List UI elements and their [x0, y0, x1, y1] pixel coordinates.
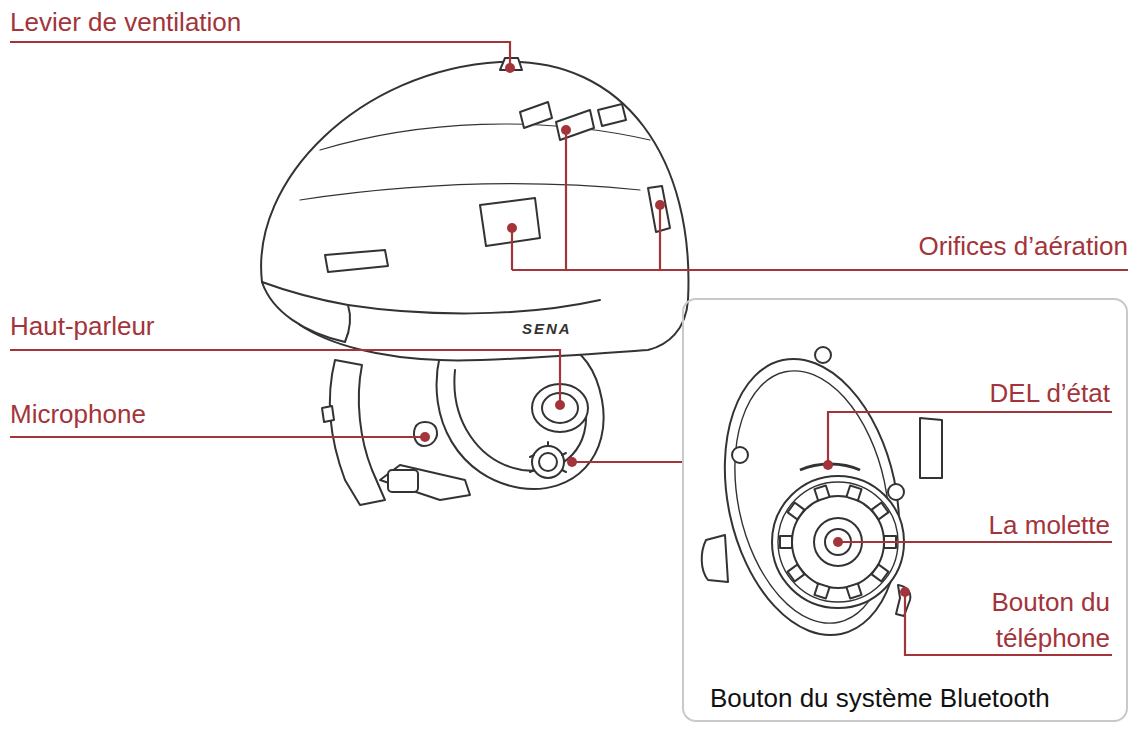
- callout-label: DEL d’état: [990, 375, 1110, 411]
- callout-label: Haut-parleur: [10, 308, 155, 344]
- leader-lines: [10, 42, 1128, 655]
- callout-label: Orifices d’aération: [918, 228, 1128, 264]
- callout-label: Microphone: [10, 396, 146, 432]
- panel-caption: Bouton du système Bluetooth: [710, 680, 1050, 716]
- leader-dots: [420, 63, 910, 597]
- inset-panel: DEL d’état La moletteBouton du téléphoneB…: [682, 298, 1128, 722]
- callout-label: Levier de ventilation: [10, 4, 241, 40]
- callout-label: La molette: [989, 507, 1110, 543]
- callout-label: Bouton du téléphone: [960, 584, 1110, 656]
- brand-logo: SENA: [522, 320, 572, 338]
